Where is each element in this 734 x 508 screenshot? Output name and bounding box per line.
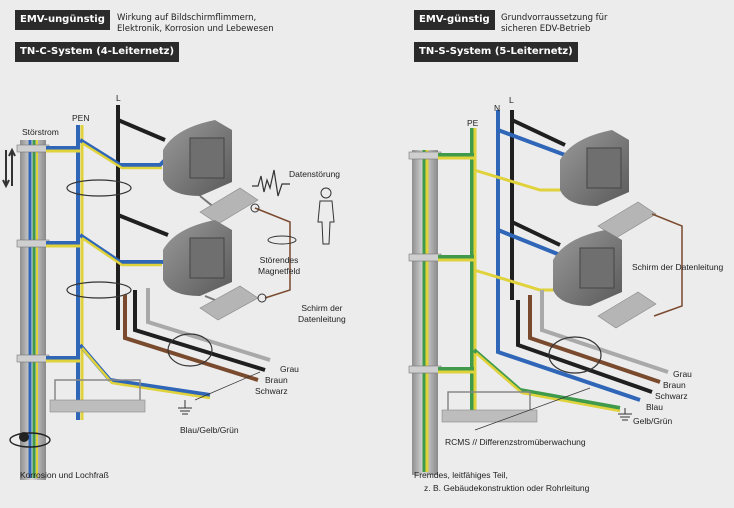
person-icon xyxy=(317,187,335,245)
label-braun-right: Braun xyxy=(663,380,686,390)
left-diagram xyxy=(2,105,335,480)
label-schwarz-right: Schwarz xyxy=(655,391,688,401)
label-fremdes-teil: Fremdes, leitfähiges Teil, xyxy=(414,470,508,480)
label-grau-left: Grau xyxy=(280,364,299,374)
label-blau-gelb-gruen: Blau/Gelb/Grün xyxy=(180,425,239,435)
right-tag-emv: EMV-günstig xyxy=(414,10,495,30)
right-keyboard-2-icon xyxy=(597,291,657,329)
right-description: Grundvorraussetzung für sicheren EDV-Bet… xyxy=(501,13,608,34)
right-monitor-2-icon xyxy=(553,230,657,329)
left-tag-system: TN-C-System (4-Leiternetz) xyxy=(15,42,180,62)
right-monitor-1-icon xyxy=(560,130,657,239)
left-monitor-1-icon xyxy=(163,120,259,225)
corrosion-spot-icon xyxy=(19,432,29,442)
left-keyboard-1-icon xyxy=(199,187,259,225)
right-diagram xyxy=(408,110,683,475)
label-stoerstrom: Störstrom xyxy=(22,127,59,137)
label-n: N xyxy=(494,103,501,113)
label-grau-right: Grau xyxy=(673,369,692,379)
left-tag-emv: EMV-ungünstig xyxy=(15,10,110,30)
label-korrosion: Korrosion und Lochfraß xyxy=(20,470,109,480)
label-braun-left: Braun xyxy=(265,375,288,385)
label-gebaeudekonstruktion: z. B. Gebäudekonstruktion oder Rohrleitu… xyxy=(424,483,590,493)
left-description: Wirkung auf Bildschirmflimmern, Elektron… xyxy=(117,13,274,34)
label-schirm-left: Schirm der Datenleitung xyxy=(298,303,346,324)
label-blau-right: Blau xyxy=(646,402,664,412)
label-rcms: RCMS // Differenzstromüberwachung xyxy=(445,437,586,447)
label-schwarz-left: Schwarz xyxy=(255,386,288,396)
label-l-right: L xyxy=(509,95,514,105)
label-l-left: L xyxy=(116,93,121,103)
stoerstrom-arrow-icon xyxy=(2,150,10,189)
label-gelb-gruen: Gelb/Grün xyxy=(633,416,673,426)
datenstoerung-signal-icon xyxy=(252,169,290,197)
label-datenstoerung: Datenstörung xyxy=(289,169,341,179)
left-ground-tray xyxy=(49,399,146,413)
label-schirm-right: Schirm der Datenleitung xyxy=(632,262,724,272)
right-tag-system: TN-S-System (5-Leiternetz) xyxy=(414,42,578,62)
label-pe: PE xyxy=(467,118,479,128)
right-ground-tray xyxy=(441,409,538,423)
left-monitor-2-icon xyxy=(163,220,259,321)
label-pen: PEN xyxy=(72,113,90,123)
label-stoerendes-magnetfeld: Störendes Magnetfeld xyxy=(258,255,301,276)
